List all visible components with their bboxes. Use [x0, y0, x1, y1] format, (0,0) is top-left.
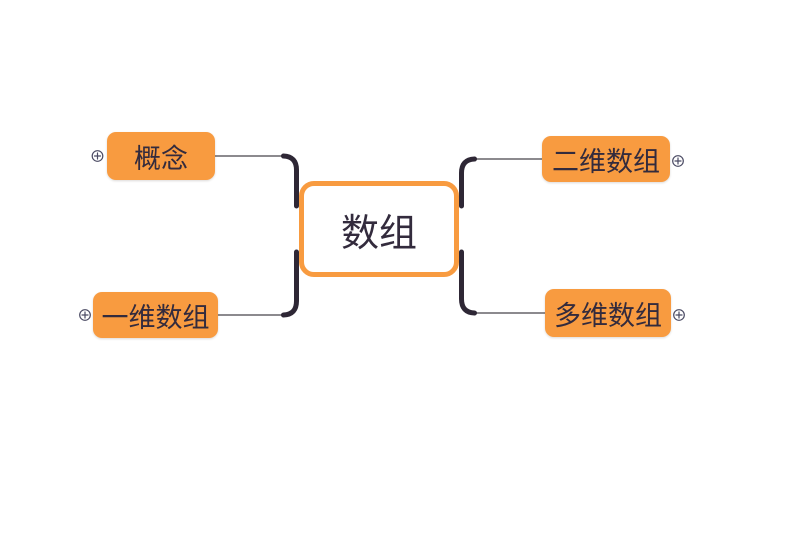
expand-button-concept[interactable]	[91, 150, 104, 162]
central-topic-label: 数组	[340, 212, 417, 255]
expand-button-2d-array[interactable]	[672, 155, 684, 167]
topic-label: 概念	[134, 143, 188, 174]
topic-label: 二维数组	[552, 146, 660, 177]
topic-label: 多维数组	[554, 300, 662, 331]
connector-concept	[214, 153, 299, 209]
expand-button-multi-array[interactable]	[673, 309, 685, 321]
topic-2d-array[interactable]: 二维数组	[542, 136, 670, 182]
topic-concept[interactable]: 概念	[107, 132, 215, 180]
connector-1d-array	[217, 249, 299, 318]
expand-button-1d-array[interactable]	[79, 309, 91, 321]
topic-1d-array[interactable]: 一维数组	[93, 292, 218, 338]
connector-multi-array	[459, 249, 546, 316]
central-topic[interactable]: 数组	[299, 181, 459, 277]
topic-label: 一维数组	[101, 302, 210, 333]
connector-2d-array	[459, 156, 543, 209]
topic-multi-array[interactable]: 多维数组	[545, 289, 671, 337]
